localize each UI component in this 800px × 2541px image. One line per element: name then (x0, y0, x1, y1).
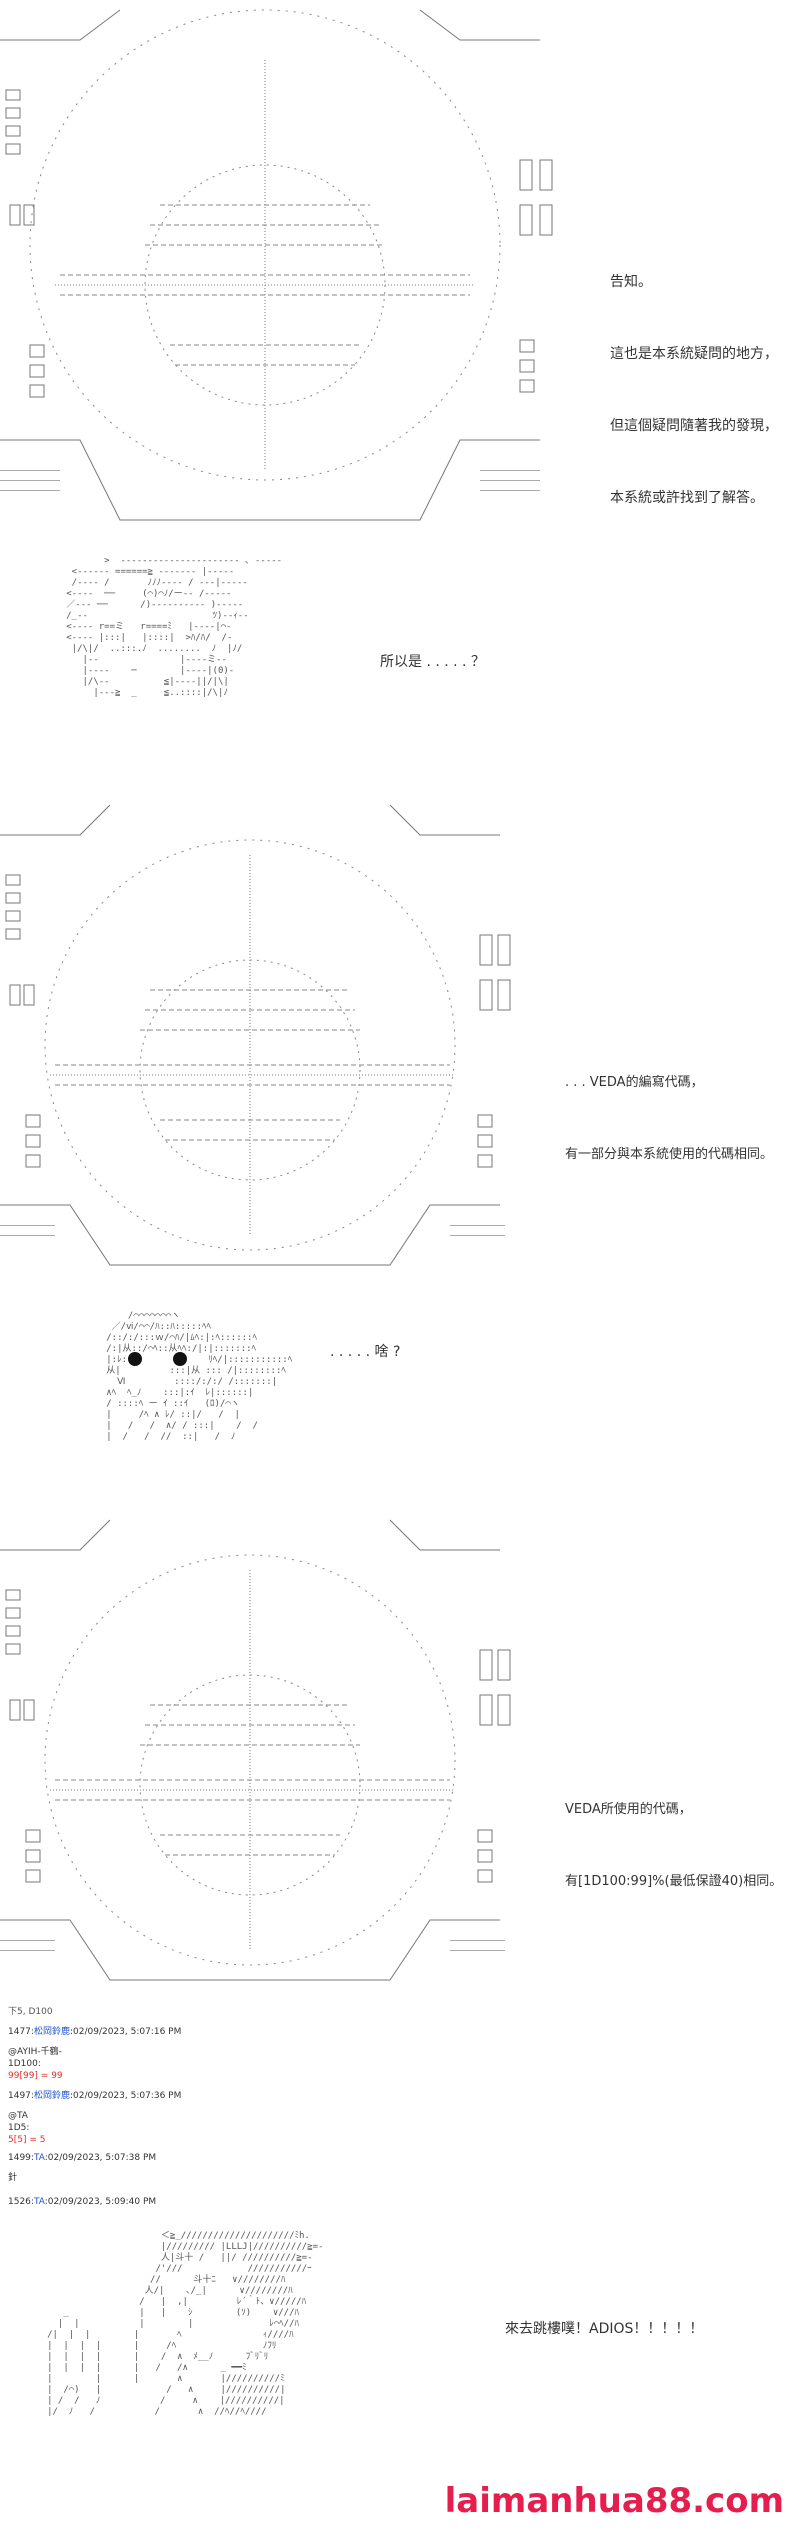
post-header: 1497:松岡鈴鹿:02/09/2023, 5:07:36 PM (8, 2091, 182, 2101)
post-line: 1D5: (8, 2123, 30, 2133)
poster-name[interactable]: TA (33, 2153, 45, 2163)
scope-panel-1: 告知。 這也是本系統疑問的地方， 但這個疑問隨著我的發現， 本系統或許找到了解答… (0, 0, 800, 530)
dice-header: 下5, D100 (8, 2007, 53, 2017)
post-line: 1D100: (8, 2059, 41, 2069)
poster-name[interactable]: TA (33, 2197, 45, 2207)
post-id: 1526 (8, 2197, 31, 2207)
post-1497: 1497:松岡鈴鹿:02/09/2023, 5:07:36 PM @TA 1D5… (8, 2090, 181, 2146)
left-eye (128, 1352, 142, 1366)
post-header: 1526:TA:02/09/2023, 5:09:40 PM (8, 2197, 157, 2207)
narration-line: 本系統或許找到了解答。 (610, 490, 764, 506)
ascii-art-character: /⌒⌒⌒⌒⌒⌒⌒ヽ ／/ⅵ/⌒⌒/ﾊ::ﾊ:::::ﾍﾍ /::/:/:::ｗ/… (106, 1311, 293, 1442)
post-id: 1497 (8, 2091, 31, 2101)
scope-panel-3: VEDA所使用的代碼， 有[1D100:99]%(最低保證40)相同。 (0, 1510, 800, 2000)
watermark: laimanhua88.com (444, 2481, 784, 2521)
poster-name[interactable]: 松岡鈴鹿 (33, 2027, 70, 2037)
character-panel-1: > ---------------------- ､ ----- <------… (0, 545, 800, 775)
dice-result: 99[99] = 99 (8, 2071, 63, 2081)
narration-line: 這也是本系統疑問的地方， (610, 346, 778, 362)
post-header: 1499:TA:02/09/2023, 5:07:38 PM (8, 2153, 157, 2163)
narration-line: . . . VEDA的編寫代碼， (565, 1075, 704, 1090)
character-panel-3: ＜≧_/////////////////////ﾐh. |///////// |… (0, 2215, 800, 2541)
post-id: 1477 (8, 2027, 31, 2037)
scope-art (0, 804, 511, 1266)
dialog-2: . . . . . 啥 ? (330, 1344, 401, 1360)
narration-line: 但這個疑問隨著我的發現， (610, 418, 778, 434)
post-line: 針 (8, 2173, 18, 2183)
character-panel-2: /⌒⌒⌒⌒⌒⌒⌒ヽ ／/ⅵ/⌒⌒/ﾊ::ﾊ:::::ﾍﾍ /::/:/:::ｗ/… (0, 1300, 800, 1500)
post-line: @AYIH-千鶴- (8, 2047, 62, 2057)
post-time: :02/09/2023, 5:07:38 PM (44, 2153, 157, 2163)
right-eye (173, 1352, 187, 1366)
narration-3: VEDA所使用的代碼， 有[1D100:99]%(最低保證40)相同。 (565, 1750, 782, 1942)
narration-line: 有[1D100:99]%(最低保證40)相同。 (565, 1874, 783, 1889)
eyes (128, 1352, 187, 1366)
narration-1: 告知。 這也是本系統疑問的地方， 但這個疑問隨著我的發現， 本系統或許找到了解答… (610, 222, 778, 558)
post-header: 1477:松岡鈴鹿:02/09/2023, 5:07:16 PM (8, 2027, 182, 2037)
scope-art (0, 9, 553, 521)
post-id: 1499 (8, 2153, 31, 2163)
post-time: :02/09/2023, 5:07:16 PM (69, 2027, 182, 2037)
ascii-art-character: > ---------------------- ､ ----- <------… (66, 556, 283, 698)
post-1526: 1526:TA:02/09/2023, 5:09:40 PM (8, 2196, 156, 2208)
scope-art (0, 1519, 511, 1981)
post-time: :02/09/2023, 5:07:36 PM (69, 2091, 182, 2101)
narration-line: 有一部分與本系統使用的代碼相同。 (565, 1147, 774, 1162)
dialog-1: 所以是 . . . . . ？ (380, 654, 485, 670)
post-1477: 1477:松岡鈴鹿:02/09/2023, 5:07:16 PM @AYIH-千… (8, 2026, 181, 2082)
ascii-art-character: ＜≧_/////////////////////ﾐh. |///////// |… (47, 2231, 324, 2417)
dice-result: 5[5] = 5 (8, 2135, 46, 2145)
narration-2: . . . VEDA的編寫代碼， 有一部分與本系統使用的代碼相同。 (565, 1023, 773, 1215)
narration-line: 告知。 (610, 274, 652, 290)
scope-panel-2: . . . VEDA的編寫代碼， 有一部分與本系統使用的代碼相同。 (0, 795, 800, 1285)
post-line: @TA (8, 2111, 28, 2121)
narration-line: VEDA所使用的代碼， (565, 1802, 692, 1817)
final-dialog: 來去跳樓噗！ADIOS！！！！！ (505, 2321, 704, 2337)
post-time: :02/09/2023, 5:09:40 PM (44, 2197, 157, 2207)
poster-name[interactable]: 松岡鈴鹿 (33, 2091, 70, 2101)
post-1499: 1499:TA:02/09/2023, 5:07:38 PM 針 (8, 2152, 156, 2184)
